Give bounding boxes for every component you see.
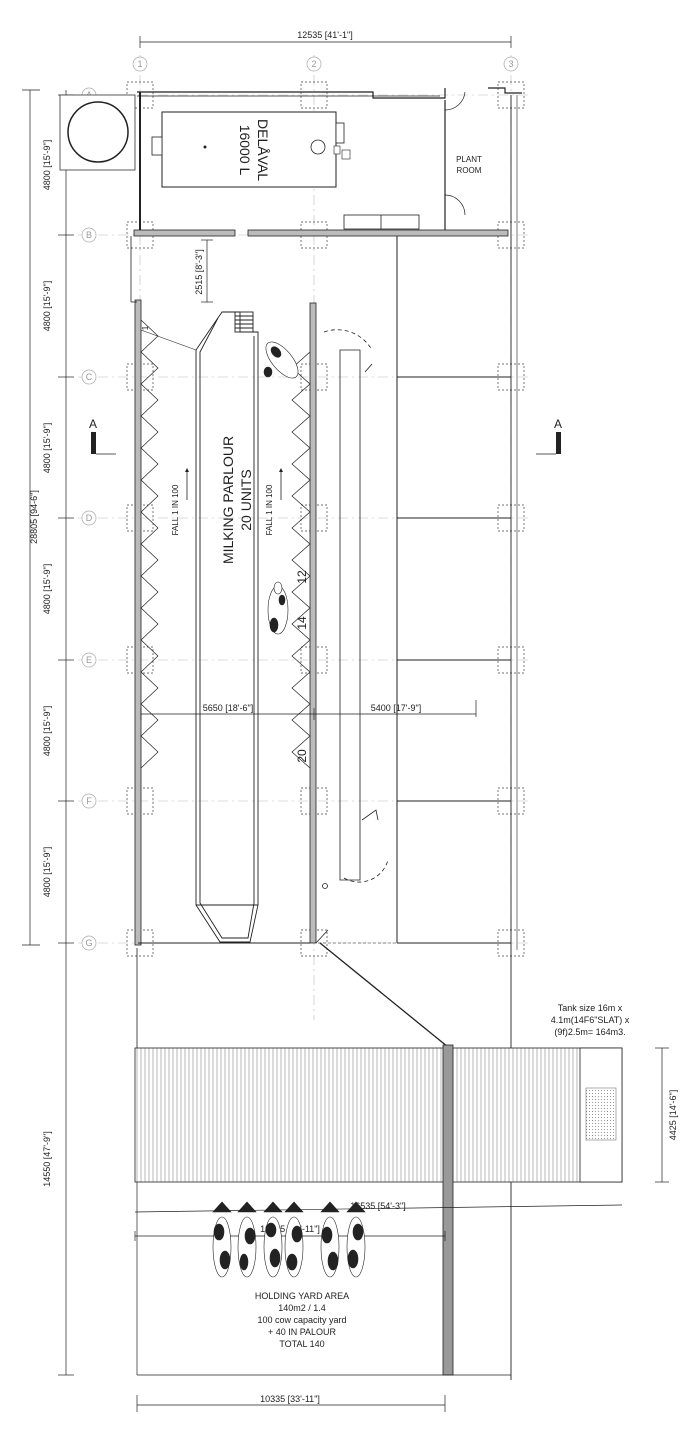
stall-number-1: 1	[141, 325, 150, 330]
parlour-units: 20 UNITS	[238, 469, 254, 530]
yard-bottom-width-dimension: 10335 [33'-11"]	[260, 1394, 320, 1404]
left-dimension-lines	[22, 89, 74, 1376]
bay-a-dimension: 4800 [15'-9"]	[42, 140, 52, 190]
cow-icons-holding-yard	[212, 1201, 366, 1278]
section-marker-left-label: A	[89, 417, 97, 431]
yard-length-dimension: 14550 [47'-9"]	[42, 1131, 52, 1186]
left-stalls	[140, 319, 159, 769]
grid-column-bubbles: 1 2 3	[132, 56, 519, 72]
grid-col-2: 2	[311, 59, 316, 69]
parlour-width-dimension-line	[140, 700, 477, 720]
fall-label-right: FALL 1 IN 100	[265, 484, 274, 535]
tank-width-dimension: 4425 [14'-6"]	[668, 1090, 678, 1140]
tank-note-line1: Tank size 16m x	[558, 1003, 623, 1013]
section-marker-left: A	[89, 417, 116, 455]
entry-gap-dimension-line	[201, 239, 213, 303]
grid-row-c: C	[86, 372, 93, 382]
feed-silo	[59, 94, 136, 171]
tank-width-dimension-line	[655, 1047, 669, 1183]
grid-row-bubbles: A B C D E F G	[81, 87, 97, 951]
holding-yard-total: TOTAL 140	[279, 1339, 324, 1349]
cow-icons-parlour	[263, 341, 299, 635]
return-lane	[322, 329, 389, 889]
holding-yard-in-parlour: + 40 IN PALOUR	[268, 1327, 337, 1337]
grid-col-3: 3	[508, 59, 513, 69]
bay-e-dimension: 4800 [15'-9"]	[42, 706, 52, 756]
plant-room-label-line1: PLANT	[456, 155, 482, 164]
holding-yard-area: 140m2 / 1.4	[278, 1303, 326, 1313]
grid-row-d: D	[86, 513, 93, 523]
entry-gap-dimension: 2515 [8'-3"]	[194, 249, 204, 294]
tank-brand-label: DELÅVAL	[255, 119, 271, 181]
tank-capacity-label: 16000 L	[237, 125, 253, 176]
bay-c-dimension: 4800 [15'-9"]	[42, 423, 52, 473]
milking-pit	[140, 311, 259, 943]
fall-label-left: FALL 1 IN 100	[171, 484, 180, 535]
grid-row-g: G	[85, 938, 92, 948]
yard-dimension-lines	[134, 1182, 623, 1412]
tank-length-dimension: 16535 [54'-3"]	[350, 1201, 405, 1211]
right-stalls	[291, 351, 311, 769]
grid-row-b: B	[86, 230, 92, 240]
overall-width-dimension: 12535 [41'-1"]	[297, 30, 352, 40]
parlour-title: MILKING PARLOUR	[220, 436, 236, 564]
grid-row-e: E	[86, 655, 92, 665]
plant-room-label-line2: ROOM	[457, 166, 482, 175]
stall-number-20: 20	[295, 749, 309, 763]
grid-row-f: F	[86, 796, 92, 806]
bay-d-dimension: 4800 [15'-9"]	[42, 564, 52, 614]
stall-number-12: 12	[295, 570, 309, 584]
parlour-width-dimension: 5650 [18'-6"]	[203, 703, 253, 713]
section-marker-right: A	[536, 417, 562, 455]
stall-number-14: 14	[295, 616, 309, 630]
return-width-dimension: 5400 [17'-9"]	[371, 703, 421, 713]
bulk-milk-tank	[151, 111, 351, 188]
dairy-room	[133, 87, 522, 237]
grid-lines	[78, 55, 530, 1020]
bay-b-dimension: 4800 [15'-9"]	[42, 281, 52, 331]
grid-col-1: 1	[137, 59, 142, 69]
top-dimension	[139, 36, 512, 48]
column-markers	[126, 81, 525, 957]
holding-yard-capacity: 100 cow capacity yard	[257, 1315, 346, 1325]
building-outline	[130, 95, 518, 1380]
bay-f-dimension: 4800 [15'-9"]	[42, 847, 52, 897]
tank-note-line2: 4.1m(14F6"SLAT) x	[551, 1015, 630, 1025]
holding-yard-title: HOLDING YARD AREA	[255, 1291, 349, 1301]
overall-length-dimension: 28805 [94-6"]	[29, 490, 39, 544]
exit-funnel	[136, 929, 449, 1048]
slatted-slurry-tank	[134, 1044, 623, 1376]
tank-note-line3: (9f)2.5m= 164m3.	[554, 1027, 625, 1037]
section-marker-right-label: A	[554, 417, 562, 431]
